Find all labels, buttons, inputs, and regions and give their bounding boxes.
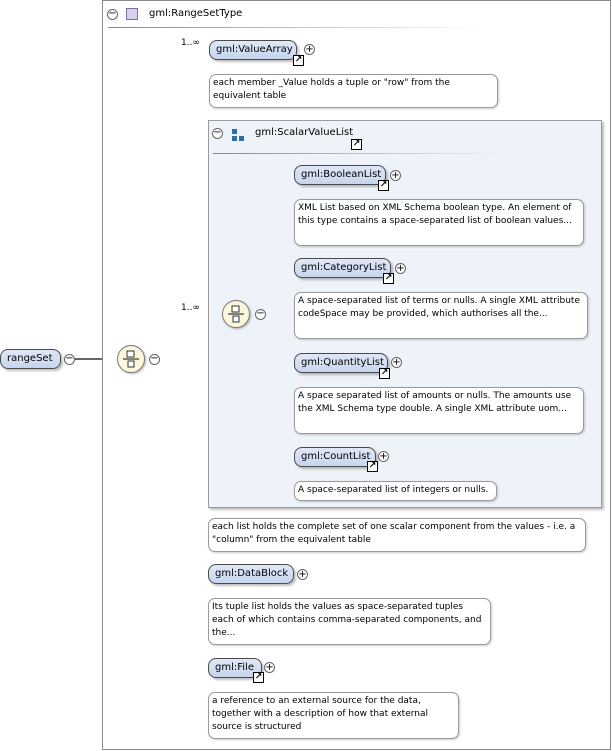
range-set-element[interactable]: rangeSet [0, 349, 61, 369]
boolean-list-doc: XML List based on XML Schema boolean typ… [294, 199, 584, 246]
collapse-icon[interactable]: − [212, 127, 223, 139]
scalar-group-doc: each list holds the complete set of one … [208, 518, 586, 552]
data-block-doc: Its tuple list holds the values as space… [208, 598, 491, 645]
category-list-label: gml:CategoryList [301, 262, 387, 273]
boolean-list-label: gml:BooleanList [301, 169, 382, 180]
scalar-value-list-title: gml:ScalarValueList [255, 127, 354, 138]
collapse-icon[interactable]: − [107, 8, 118, 20]
expand-icon[interactable]: + [297, 569, 308, 580]
expand-icon[interactable]: + [304, 44, 315, 55]
count-list-label: gml:CountList [301, 451, 371, 462]
value-array-element[interactable]: gml:ValueArray [209, 40, 297, 60]
expand-icon[interactable]: + [395, 263, 406, 274]
sequence-icon [117, 345, 145, 373]
expand-icon[interactable]: + [391, 357, 402, 368]
value-array-label: gml:ValueArray [216, 44, 293, 55]
expand-icon[interactable]: + [264, 662, 275, 673]
expand-icon[interactable]: + [378, 451, 389, 462]
collapse-icon[interactable]: − [149, 353, 160, 365]
group-divider [213, 153, 503, 154]
count-list-element[interactable]: gml:CountList [294, 447, 376, 467]
category-list-doc: A space-separated list of terms or nulls… [294, 292, 588, 339]
quantity-list-label: gml:QuantityList [301, 357, 384, 368]
range-set-label: rangeSet [7, 353, 53, 364]
header-divider [108, 27, 488, 28]
reference-icon[interactable]: ↗ [383, 273, 394, 284]
quantity-list-doc: A space separated list of amounts or nul… [294, 387, 584, 434]
group-icon [231, 128, 245, 142]
boolean-list-element[interactable]: gml:BooleanList [294, 165, 386, 185]
file-doc: a reference to an external source for th… [208, 692, 459, 739]
quantity-list-element[interactable]: gml:QuantityList [294, 353, 388, 373]
sequence-icon [222, 300, 250, 328]
value-array-doc: each member _Value holds a tuple or "row… [209, 74, 498, 108]
expand-icon[interactable]: + [390, 170, 401, 181]
reference-icon[interactable]: ↗ [367, 461, 378, 472]
file-element[interactable]: gml:File [208, 658, 262, 678]
data-block-label: gml:DataBlock [215, 568, 289, 579]
file-label: gml:File [215, 662, 254, 673]
reference-icon[interactable]: ↗ [293, 55, 304, 66]
reference-icon[interactable]: ↗ [351, 139, 362, 150]
count-list-doc: A space-separated list of integers or nu… [294, 481, 497, 501]
collapse-icon[interactable]: − [255, 308, 266, 320]
scalar-group-cardinality: 1..∞ [181, 303, 200, 313]
collapse-icon[interactable]: − [64, 353, 75, 365]
complex-type-icon [126, 8, 138, 20]
reference-icon[interactable]: ↗ [378, 180, 389, 191]
category-list-element[interactable]: gml:CategoryList [294, 258, 391, 278]
complex-type-title: gml:RangeSetType [149, 8, 243, 19]
reference-icon[interactable]: ↗ [253, 672, 264, 683]
reference-icon[interactable]: ↗ [379, 368, 390, 379]
data-block-element[interactable]: gml:DataBlock [208, 564, 294, 584]
value-array-cardinality: 1..∞ [181, 38, 200, 48]
